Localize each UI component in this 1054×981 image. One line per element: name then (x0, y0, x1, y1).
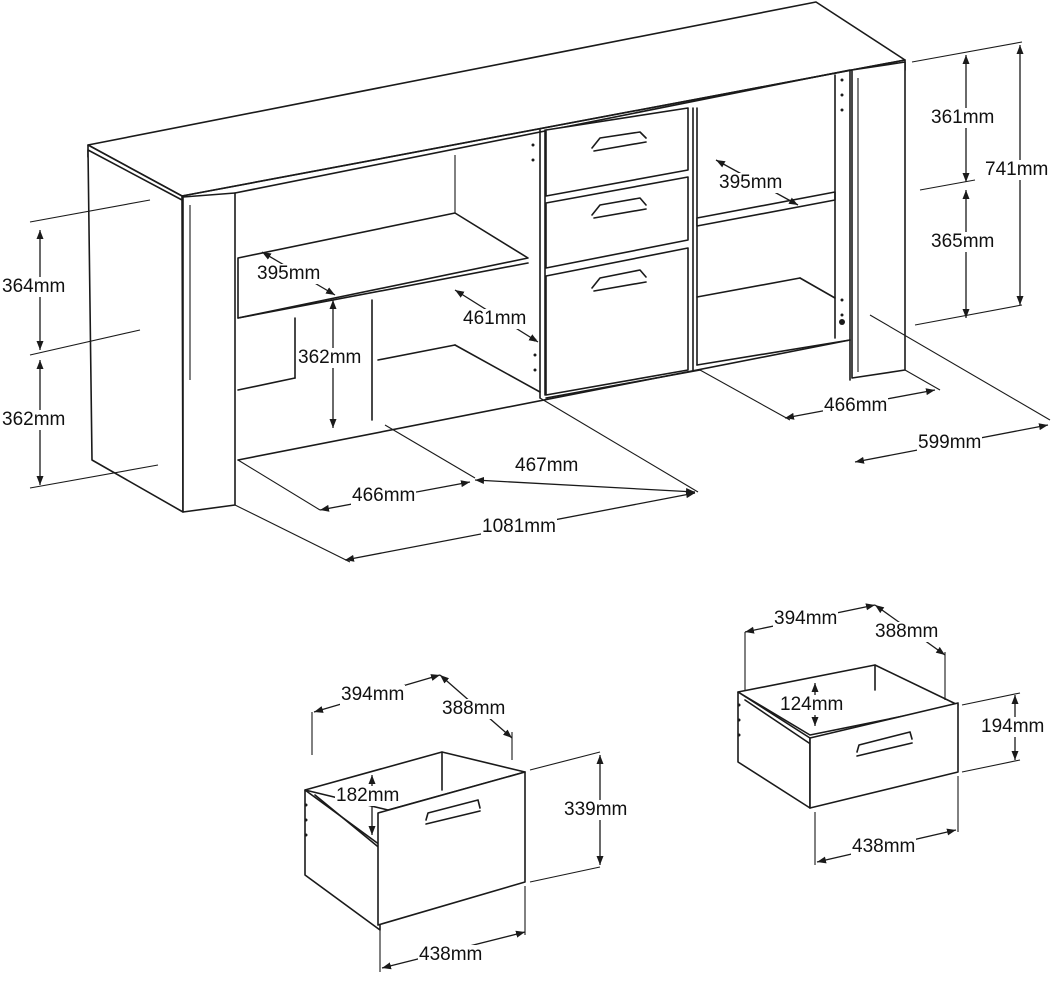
small-drawer-inner-height: 124mm (779, 694, 845, 715)
dim-center-floor-depth: 467mm (514, 455, 580, 476)
sideboard (87, 1, 906, 513)
dim-right-bottom-height: 365mm (930, 231, 996, 252)
dim-total-width: 1081mm (481, 516, 557, 537)
dim-left-inner-height: 362mm (297, 347, 363, 368)
dim-center-depth: 461mm (462, 308, 528, 329)
large-drawer-front-width: 438mm (418, 944, 484, 965)
large-drawer (304, 751, 526, 931)
dim-top-left-height: 364mm (1, 276, 67, 297)
small-drawer-front-width: 438mm (851, 836, 917, 857)
dim-total-depth: 599mm (917, 432, 983, 453)
small-drawer-depth: 388mm (874, 621, 940, 642)
small-drawer-width: 394mm (773, 608, 839, 629)
dim-right-inner-depth: 466mm (823, 395, 889, 416)
large-drawer-inner-height: 182mm (335, 785, 401, 806)
dim-right-top-height: 361mm (930, 107, 996, 128)
dim-bottom-left-height: 362mm (1, 409, 67, 430)
dim-left-shelf-depth: 395mm (256, 263, 322, 284)
small-drawer-height: 194mm (980, 716, 1046, 737)
large-drawer-height: 339mm (563, 799, 629, 820)
sideboard-handles (591, 131, 647, 292)
large-drawer-width: 394mm (340, 684, 406, 705)
small-drawer (737, 664, 959, 809)
dim-left-floor-depth: 466mm (351, 485, 417, 506)
large-drawer-depth: 388mm (441, 698, 507, 719)
dim-total-height: 741mm (984, 159, 1050, 180)
dim-right-shelf-depth: 395mm (718, 172, 784, 193)
